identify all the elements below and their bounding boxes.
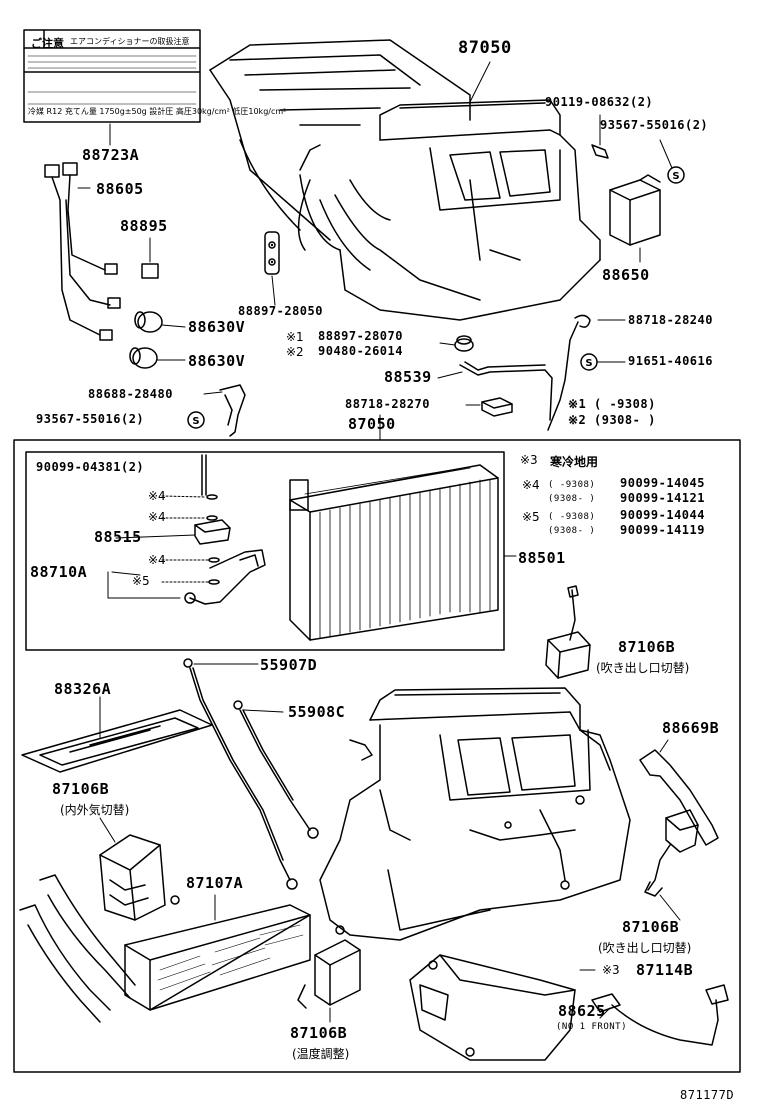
note-3-text: 寒冷地用 <box>550 455 599 469</box>
hose-88539-drawing <box>437 361 553 421</box>
warning-sticker: ご注意 エアコンディショナーの取扱注意 冷媒 R12 充てん量 1750g±50… <box>24 30 286 122</box>
label-90480-26014: 90480-26014 <box>318 344 403 358</box>
relay-88895-drawing <box>141 237 159 279</box>
expansion-valve-parts-drawing <box>107 454 266 605</box>
label-87106b-4: 87106B <box>290 1024 348 1042</box>
nut-mark-s-1: S <box>672 171 679 182</box>
ref-mark-4c: ※4 <box>148 553 166 567</box>
actuator-87106b-4-drawing <box>297 925 361 1023</box>
label-93567-55016-mid: 93567-55016(2) <box>36 412 145 426</box>
label-87106b-1-function: (吹き出し口切替) <box>596 661 690 675</box>
label-87107a: 87107A <box>186 874 244 892</box>
bracket-88688-drawing <box>187 384 246 437</box>
nut-mark-s-2: S <box>585 358 592 369</box>
sensor-88718-28270-drawing <box>465 397 513 417</box>
note-5-pn-1: 90099-14044 <box>620 508 705 522</box>
label-88897-28050: 88897-28050 <box>238 304 323 318</box>
label-87106b-4-function: (温度調整) <box>292 1047 350 1061</box>
label-87106b-2-function: (内外気切替) <box>60 803 130 817</box>
label-87050-top: 87050 <box>458 38 512 58</box>
ref-mark-2: ※2 <box>286 345 304 359</box>
label-88605: 88605 <box>96 180 144 198</box>
label-88718-28270: 88718-28270 <box>345 397 430 411</box>
label-91651-40616: 91651-40616 <box>628 354 713 368</box>
label-88895: 88895 <box>120 217 168 235</box>
actuator-87106b-2-drawing <box>99 817 180 921</box>
actuator-87106b-1-drawing <box>545 585 591 679</box>
label-88326a: 88326A <box>54 680 112 698</box>
warning-title: ご注意 <box>31 37 64 50</box>
ac-unit-bottom-drawing <box>319 687 631 941</box>
note-4-pn-2: 90099-14121 <box>620 491 705 505</box>
label-88630v-1: 88630V <box>188 318 246 336</box>
ac-unit-top-drawing <box>209 39 601 321</box>
label-88625: 88625 <box>558 1002 606 1020</box>
note-5-mark: ※5 <box>522 510 540 524</box>
warning-sticker-drawing <box>23 29 201 146</box>
plate-88326a-drawing <box>21 696 213 773</box>
assembly-frame <box>13 414 741 1073</box>
note-5-range-1: ( -9308) <box>548 512 596 522</box>
note-4-pn-1: 90099-14045 <box>620 476 705 490</box>
label-93567-55016-top: 93567-55016(2) <box>600 118 709 132</box>
label-88501: 88501 <box>518 549 566 567</box>
nut-mark-s-3: S <box>192 416 199 427</box>
wire-harness-88605-drawing <box>44 162 121 341</box>
note-4-range-1: ( -9308) <box>548 480 596 490</box>
sensor-wire-88625-drawing <box>591 984 729 1046</box>
label-88625-position: (NO 1 FRONT) <box>556 1022 628 1032</box>
evaporator-88501-drawing <box>289 464 499 641</box>
ref-mark-4a: ※4 <box>148 489 166 503</box>
label-55907d: 55907D <box>260 656 318 674</box>
label-88710a: 88710A <box>30 563 88 581</box>
label-87106b-1: 87106B <box>618 638 676 656</box>
note-4-mark: ※4 <box>522 478 540 492</box>
label-88723a: 88723A <box>82 146 140 164</box>
warning-subtitle: エアコンディショナーの取扱注意 <box>70 37 190 46</box>
thermistor-88718-drawing <box>547 314 626 431</box>
duct-87114b-drawing <box>409 954 596 1061</box>
legend-mark-1: ※1 ( -9308) <box>568 397 656 411</box>
actuator-87106b-3-drawing <box>644 809 699 921</box>
label-55908c: 55908C <box>288 703 346 721</box>
figure-code: 871177D <box>680 1088 735 1102</box>
label-87050-mid: 87050 <box>348 415 396 433</box>
note-5-pn-2: 90099-14119 <box>620 523 705 537</box>
label-88515: 88515 <box>94 528 142 546</box>
label-88669b: 88669B <box>662 719 720 737</box>
ref-mark-5: ※5 <box>132 574 150 588</box>
label-88539: 88539 <box>384 368 432 386</box>
amplifier-88650-drawing <box>609 174 661 263</box>
cables-drawing <box>183 658 319 890</box>
note-5-range-2: (9308- ) <box>548 526 596 536</box>
label-88718-28240: 88718-28240 <box>628 313 713 327</box>
legend-mark-2: ※2 (9308- ) <box>568 413 656 427</box>
label-87106b-2: 87106B <box>52 780 110 798</box>
note-3-mark: ※3 <box>520 453 538 467</box>
resistors-88630v-drawing <box>129 311 186 369</box>
note-4-range-2: (9308- ) <box>548 494 596 504</box>
label-90099-04381: 90099-04381(2) <box>36 460 145 474</box>
label-88630v-2: 88630V <box>188 352 246 370</box>
label-87114b: 87114B <box>636 961 694 979</box>
heater-core-87107a-drawing <box>19 874 311 1023</box>
ref-mark-4b: ※4 <box>148 510 166 524</box>
label-87106b-3: 87106B <box>622 918 680 936</box>
label-87106b-3-function: (吹き出し口切替) <box>598 941 692 955</box>
bolt-90119-drawing <box>591 114 685 184</box>
grommet-drawing <box>439 335 474 352</box>
hose-88669b-drawing <box>639 739 719 846</box>
label-88897-28070: 88897-28070 <box>318 329 403 343</box>
label-90119-08632: 90119-08632(2) <box>545 95 654 109</box>
ref-mark-1: ※1 <box>286 330 304 344</box>
label-88688-28480: 88688-28480 <box>88 387 173 401</box>
warning-spec: 冷媒 R12 充てん量 1750g±50g 設計圧 高圧30kg/cm² 低圧1… <box>28 107 287 116</box>
label-87114b-mark: ※3 <box>602 963 620 977</box>
label-88650: 88650 <box>602 266 650 284</box>
bracket-88897-drawing <box>264 231 280 306</box>
